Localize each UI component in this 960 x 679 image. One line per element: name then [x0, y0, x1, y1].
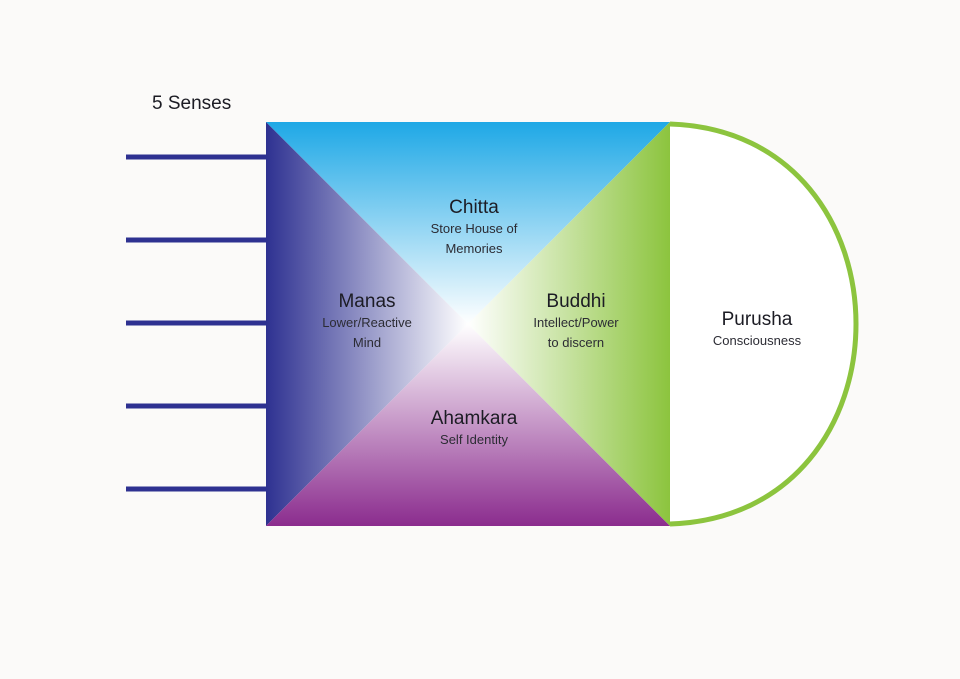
- purusha-name: Purusha: [721, 309, 793, 330]
- manas-desc-line1: Lower/Reactive: [322, 315, 412, 330]
- ahamkara-quadrant: [266, 324, 670, 526]
- ahamkara-name: Ahamkara: [430, 408, 518, 429]
- ahamkara-label: Ahamkara Self Identity: [431, 408, 518, 450]
- buddhi-desc-line1: Intellect/Power: [533, 315, 619, 330]
- chitta-desc-line2: Memories: [445, 241, 503, 256]
- ahamkara-desc-line1: Self Identity: [440, 432, 508, 447]
- chitta-name: Chitta: [449, 197, 499, 218]
- buddhi-desc-line2: to discern: [547, 335, 605, 350]
- manas-name: Manas: [338, 291, 396, 312]
- manas-quadrant: [266, 122, 468, 526]
- senses-title: 5 Senses: [152, 93, 232, 114]
- buddhi-quadrant: [468, 122, 670, 526]
- purusha-label: Purusha Consciousness: [713, 309, 801, 351]
- chitta-label: Chitta Store House of Memories: [431, 197, 518, 259]
- purusha-outline: [669, 121, 859, 527]
- purusha-desc: Consciousness: [712, 333, 802, 348]
- chitta-quadrant: [266, 122, 670, 324]
- manas-label: Manas Lower/Reactive Mind: [322, 291, 412, 353]
- buddhi-name: Buddhi: [546, 291, 606, 312]
- manas-desc-line2: Mind: [352, 335, 382, 350]
- chitta-desc-line1: Store House of: [430, 221, 518, 236]
- buddhi-label: Buddhi Intellect/Power to discern: [533, 291, 618, 353]
